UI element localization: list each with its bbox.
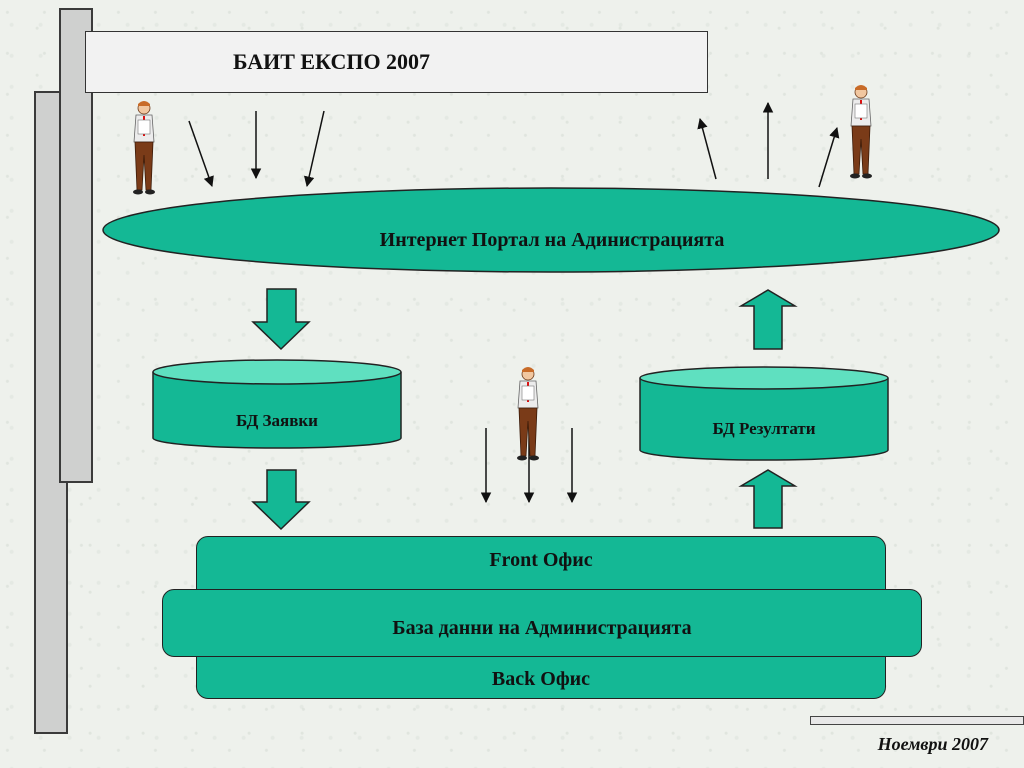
db-requests-cylinder	[152, 359, 402, 449]
portal-label: Интернет Портал на Адинистрацията	[379, 229, 725, 251]
person-figure-right	[850, 85, 872, 179]
block-arrow-down-1	[251, 288, 311, 351]
admin-db-label: База данни на Администрацията	[392, 617, 692, 639]
person-figure-middle	[517, 367, 539, 461]
admin-db-block	[162, 589, 922, 657]
db-results-label: БД Резултати	[712, 419, 816, 438]
db-results-cylinder	[639, 366, 889, 461]
arrow-in-3	[303, 110, 325, 188]
footer-date: Ноември 2007	[877, 734, 988, 754]
block-arrow-down-2	[251, 469, 311, 531]
arrow-in-1	[188, 120, 214, 187]
arrow-out-1	[697, 117, 717, 180]
page-title: БАИТ ЕКСПО 2007	[232, 49, 431, 74]
block-arrow-up-1	[738, 289, 798, 350]
footer-bar	[810, 716, 1024, 725]
arrow-out-3	[818, 126, 840, 188]
title-banner: БАИТ ЕКСПО 2007	[85, 31, 708, 93]
front-office-label: Front Офис	[489, 549, 593, 571]
back-office-label: Back Офис	[491, 668, 591, 690]
block-arrow-up-2	[738, 469, 798, 529]
portal-ellipse	[102, 187, 1000, 273]
db-requests-label: БД Заявки	[236, 411, 318, 430]
person-figure-left	[133, 101, 155, 195]
